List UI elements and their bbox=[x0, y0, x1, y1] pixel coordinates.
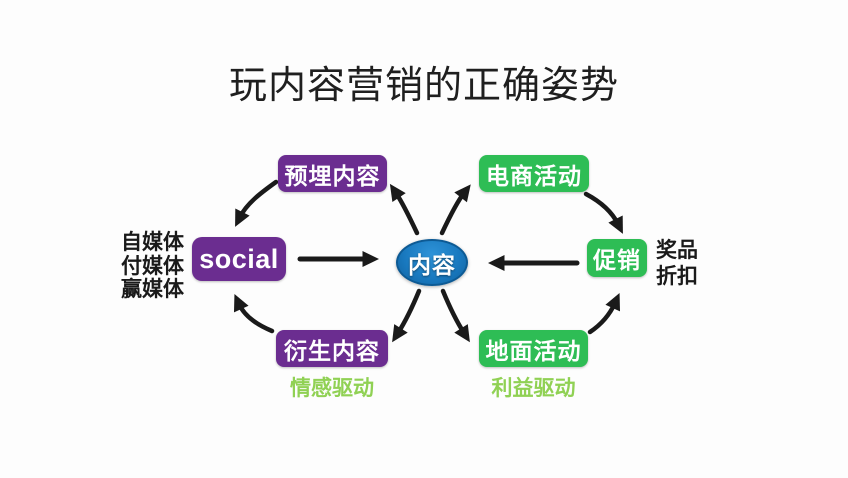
arrow-content-to-ecommerce bbox=[439, 184, 471, 236]
node-label: social bbox=[199, 243, 279, 274]
emotion-driver-label: 情感驱动 bbox=[290, 377, 374, 400]
benefit-driver-label: 利益驱动 bbox=[491, 377, 576, 400]
incentive-item: 折扣 bbox=[656, 265, 698, 288]
node-label: 衍生内容 bbox=[284, 337, 380, 364]
incentive-item: 奖品 bbox=[656, 239, 698, 262]
node-label: 地面活动 bbox=[485, 337, 582, 364]
node-ecommerce-activity: 电商活动 bbox=[479, 155, 589, 192]
arrow-content-to-pre-embedded bbox=[389, 183, 420, 236]
media-type-item: 自媒体 bbox=[121, 231, 184, 254]
incentives-list: 奖品 折扣 bbox=[656, 238, 698, 290]
arrow-content-to-derived bbox=[392, 288, 422, 343]
arrow-derived-to-social bbox=[233, 293, 275, 334]
arrow-pre-embedded-to-social bbox=[235, 179, 279, 227]
node-promotion: 促销 bbox=[587, 239, 647, 277]
media-type-item: 付媒体 bbox=[121, 254, 184, 278]
node-content-center: 内容 bbox=[396, 239, 468, 286]
node-pre-embedded-content: 预埋内容 bbox=[278, 155, 387, 192]
node-label: 预埋内容 bbox=[284, 162, 381, 189]
media-types-list: 自媒体 付媒体 赢媒体 bbox=[121, 231, 184, 302]
arrow-ecommerce-to-promotion bbox=[583, 191, 623, 234]
media-type-item: 赢媒体 bbox=[121, 278, 184, 301]
arrow-ground-to-promotion bbox=[587, 292, 621, 335]
page-title: 玩内容营销的正确姿势 bbox=[228, 65, 619, 107]
node-social: social bbox=[192, 237, 286, 281]
node-label: 促销 bbox=[593, 247, 641, 273]
node-label: 内容 bbox=[408, 251, 456, 278]
arrow-content-to-ground bbox=[440, 288, 470, 343]
node-derived-content: 衍生内容 bbox=[276, 330, 388, 367]
node-label: 电商活动 bbox=[486, 162, 582, 189]
node-ground-activity: 地面活动 bbox=[479, 330, 588, 367]
